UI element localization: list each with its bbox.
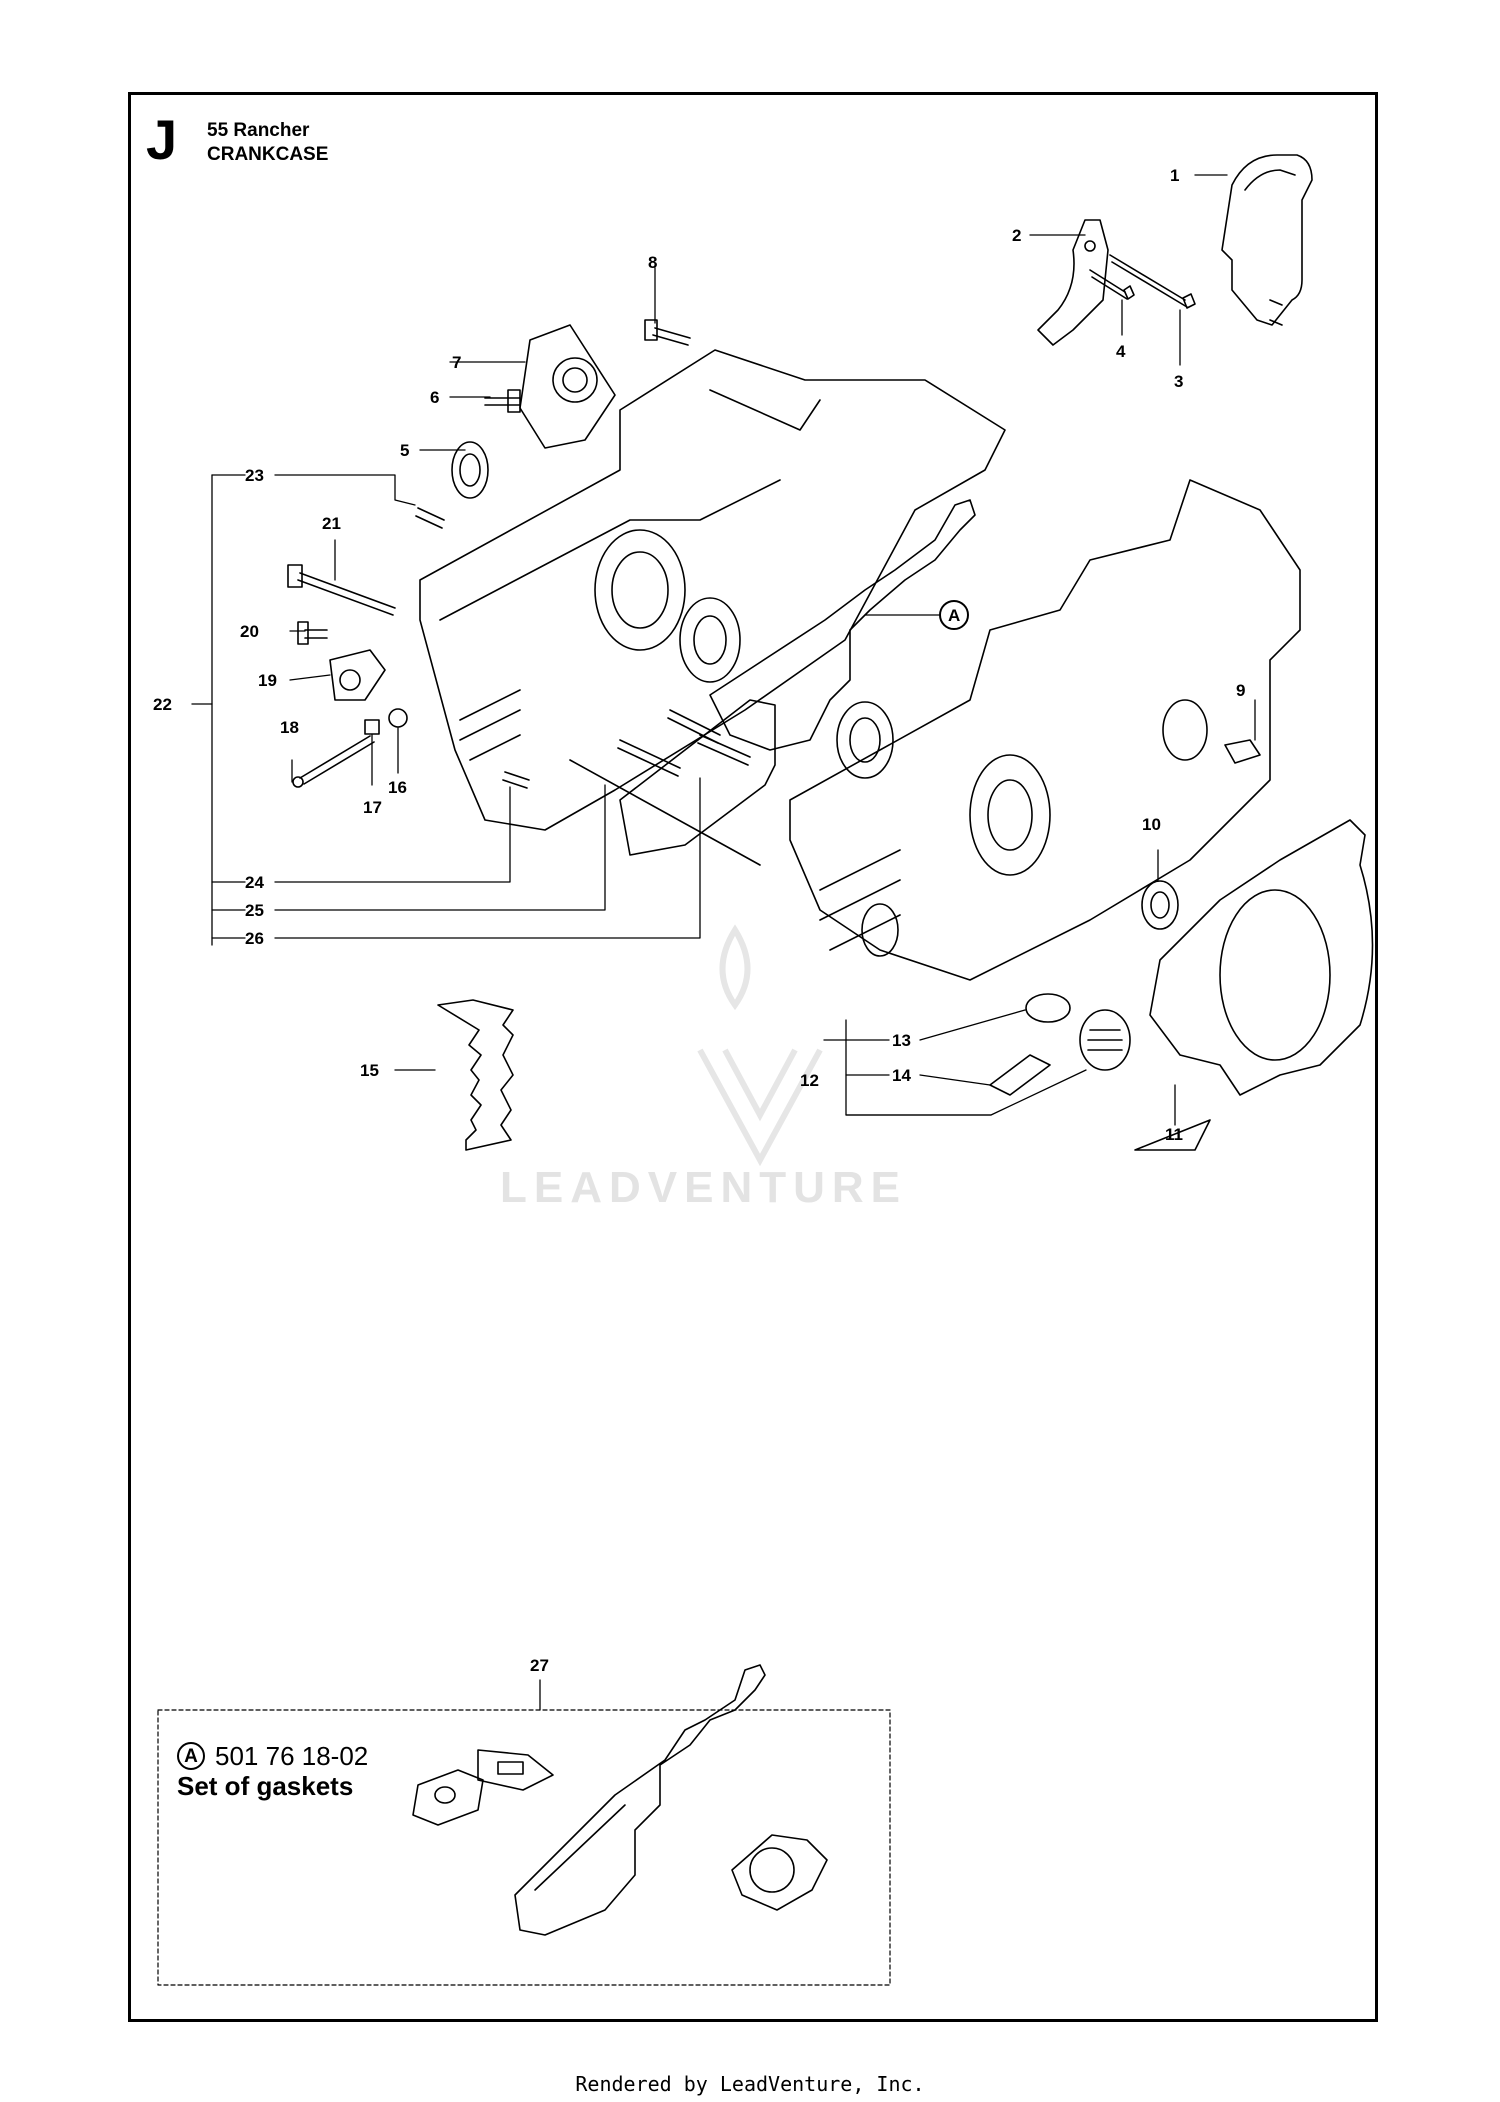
callout-10: 10 bbox=[1142, 815, 1161, 834]
callout-23: 23 bbox=[245, 466, 264, 485]
bearing-left bbox=[679, 597, 741, 683]
callout-24: 24 bbox=[245, 873, 264, 892]
watermark-logo bbox=[697, 924, 823, 1167]
model-name: 55 Rancher bbox=[207, 120, 310, 141]
callout-11: 11 bbox=[1165, 1125, 1183, 1144]
callout-22: 22 bbox=[153, 695, 172, 714]
part-7-bearing-cover bbox=[519, 324, 616, 449]
callout-3: 3 bbox=[1174, 372, 1183, 391]
part-19-adjuster bbox=[329, 649, 386, 701]
leader-lines bbox=[191, 174, 1256, 1711]
callout-19: 19 bbox=[258, 671, 277, 690]
callout-1: 1 bbox=[1170, 166, 1179, 185]
rod bbox=[569, 759, 761, 866]
callout-25: 25 bbox=[245, 901, 264, 920]
footer-credit: Rendered by LeadVenture, Inc. bbox=[575, 2072, 925, 2096]
gasket-a bbox=[709, 499, 976, 751]
part-8-screw bbox=[644, 319, 691, 346]
callout-5: 5 bbox=[400, 441, 409, 460]
callout-26: 26 bbox=[245, 929, 264, 948]
callout-6: 6 bbox=[430, 388, 439, 407]
part-22-crankcase-left bbox=[419, 349, 1006, 831]
callout-7: 7 bbox=[452, 353, 461, 372]
kit-gasket-cylinder bbox=[731, 1834, 828, 1911]
callout-2: 2 bbox=[1012, 226, 1021, 245]
callout-15: 15 bbox=[360, 1061, 379, 1080]
diagram-frame bbox=[128, 92, 1378, 2022]
section-title: CRANKCASE bbox=[207, 144, 329, 165]
reference-marker-a: A bbox=[948, 606, 960, 625]
part-15-bracket bbox=[437, 999, 514, 1151]
part-10-seal bbox=[1141, 880, 1179, 930]
part-21-bolt bbox=[287, 564, 396, 616]
kit-part-number: 501 76 18-02 bbox=[215, 1741, 369, 1771]
part-3-screw bbox=[1109, 254, 1196, 309]
callout-numbers: 1 2 3 4 5 6 7 8 9 10 11 12 13 14 15 16 1… bbox=[153, 166, 1245, 1675]
bearing-right bbox=[836, 701, 894, 779]
kit-gasket-crankcase bbox=[514, 1664, 766, 1936]
kit-reference: A 501 76 18-02 bbox=[177, 1742, 368, 1770]
callout-18: 18 bbox=[280, 718, 299, 737]
kit-gasket-muffler bbox=[477, 1749, 554, 1791]
part-20-screw bbox=[297, 621, 328, 645]
callout-27: 27 bbox=[530, 1656, 549, 1675]
part-13-oring bbox=[1025, 993, 1071, 1023]
part-18-screw bbox=[292, 735, 375, 788]
callout-13: 13 bbox=[892, 1031, 911, 1050]
callout-21: 21 bbox=[322, 514, 341, 533]
gasket-kit-box bbox=[157, 1709, 891, 1986]
section-letter: J bbox=[146, 108, 178, 171]
part-24-pin bbox=[502, 771, 530, 789]
callout-8: 8 bbox=[648, 253, 657, 272]
callout-12: 12 bbox=[800, 1071, 819, 1090]
kit-marker: A bbox=[177, 1742, 205, 1770]
part-23-pin bbox=[415, 507, 445, 529]
callout-16: 16 bbox=[388, 778, 407, 797]
part-12-oil-cap bbox=[1079, 1009, 1131, 1071]
callout-20: 20 bbox=[240, 622, 259, 641]
callout-14: 14 bbox=[892, 1066, 911, 1085]
part-9-clip bbox=[1224, 739, 1261, 764]
part-4-screw bbox=[1089, 269, 1135, 300]
part-2-plate bbox=[1037, 219, 1109, 346]
callout-17: 17 bbox=[363, 798, 382, 817]
part-25-studs bbox=[617, 709, 751, 777]
crankcase-right bbox=[789, 479, 1301, 981]
part-16-nut bbox=[388, 708, 408, 728]
part-6-screw bbox=[484, 389, 521, 413]
part-14-clip bbox=[989, 1054, 1051, 1096]
callout-4: 4 bbox=[1116, 342, 1126, 361]
part-11-guard bbox=[1134, 819, 1374, 1151]
callout-9: 9 bbox=[1236, 681, 1245, 700]
part-26-gasket bbox=[619, 699, 776, 856]
kit-gasket-carb bbox=[412, 1769, 484, 1826]
watermark-text: LEADVENTURE bbox=[500, 1163, 907, 1212]
part-1-guard bbox=[1221, 154, 1313, 326]
kit-name: Set of gaskets bbox=[177, 1771, 354, 1801]
part-17-washer bbox=[364, 719, 380, 735]
part-5-seal bbox=[451, 441, 489, 499]
